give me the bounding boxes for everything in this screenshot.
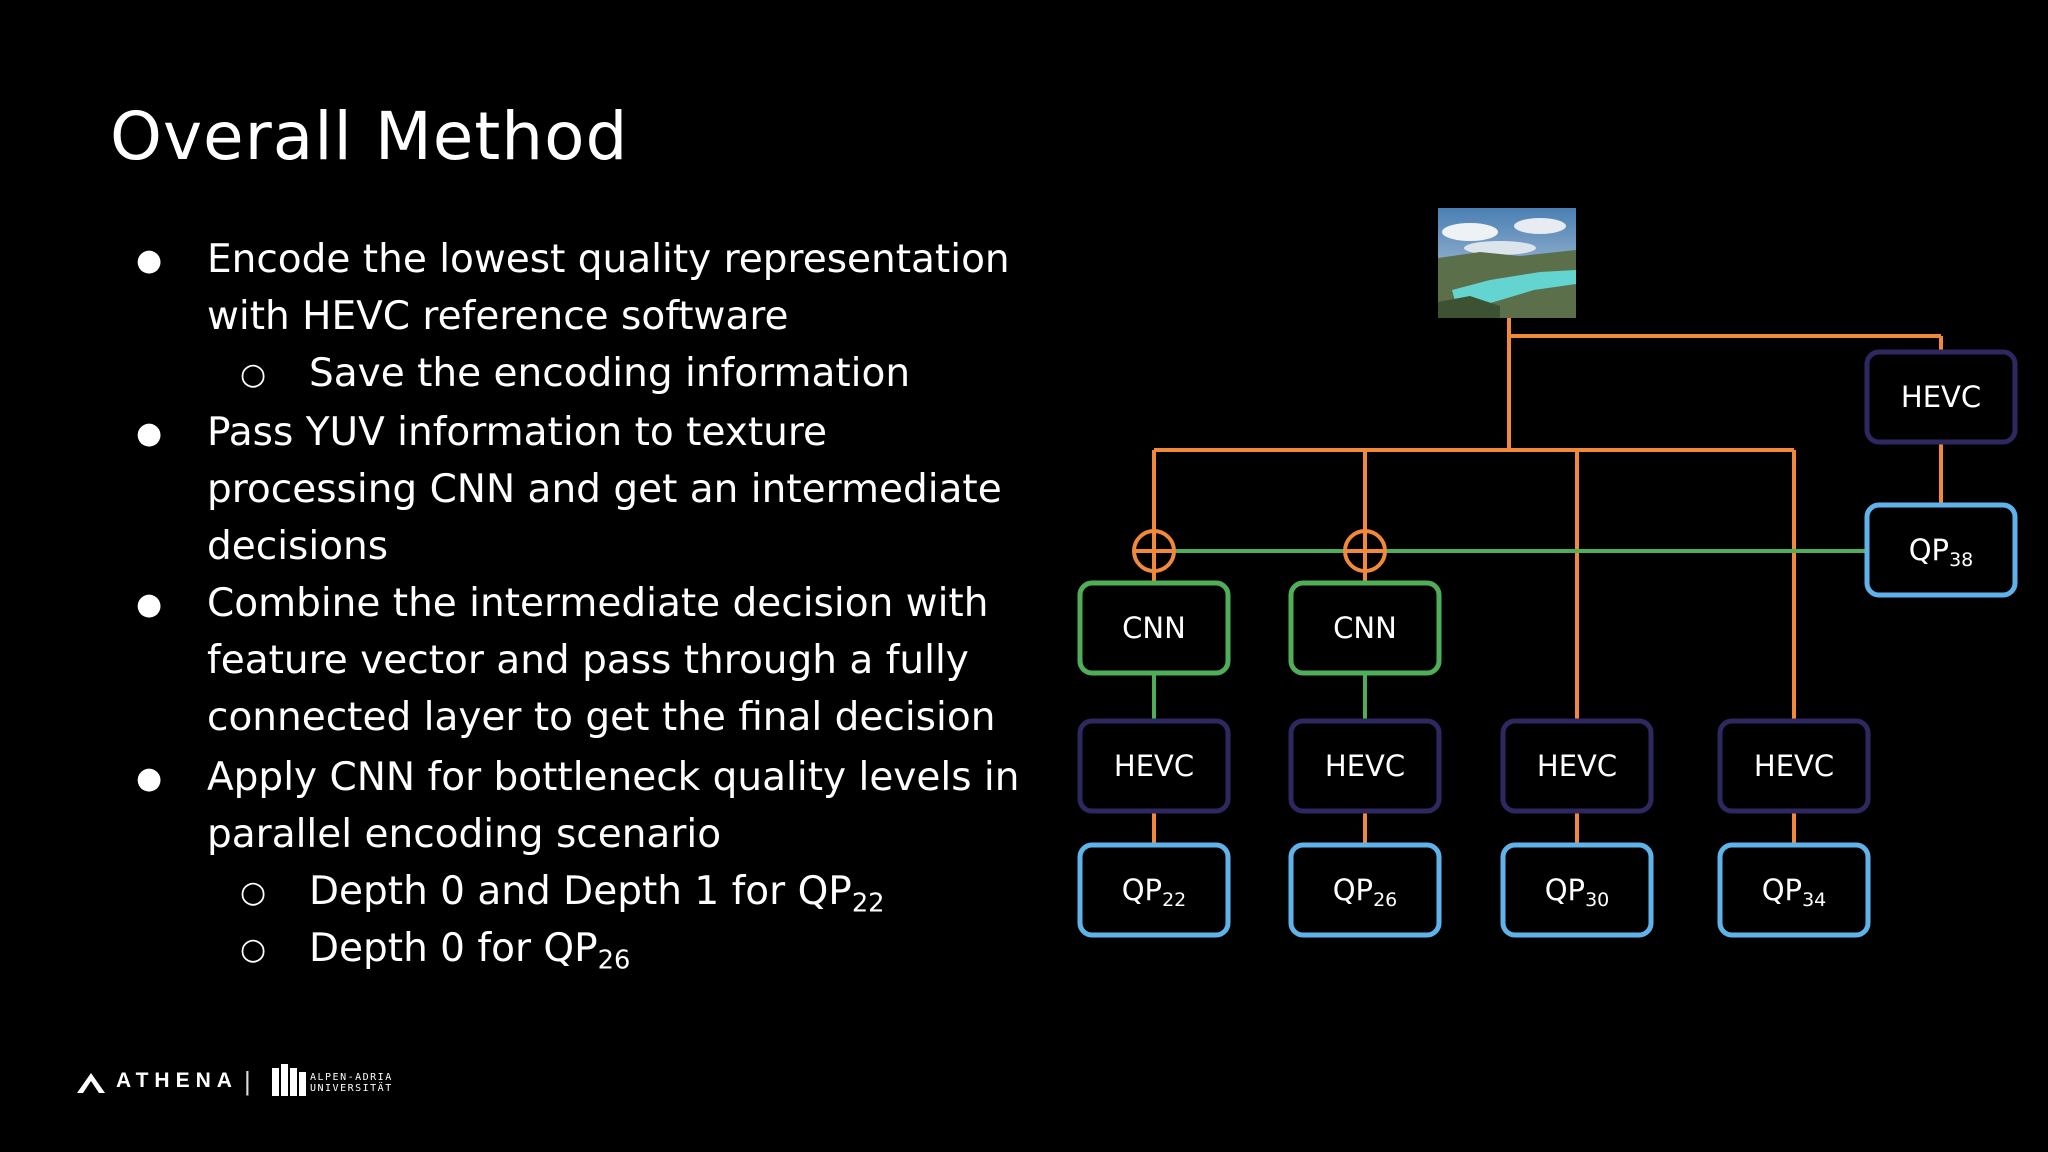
cnn-box-frame [1288, 580, 1442, 676]
bullet-text-line: Combine the intermediate decision with [207, 581, 989, 626]
cnn-box-label: CNN [1122, 611, 1186, 645]
qp-subscript: 26 [1373, 889, 1397, 911]
qp-box-label: QP30 [1545, 873, 1610, 911]
qp-box-top: QP38 [1864, 502, 2018, 598]
bullet-text-line: with HEVC reference software [207, 294, 789, 339]
bullet-text-line: connected layer to get the final decisio… [207, 695, 996, 740]
hevc-box-top: HEVC [1864, 349, 2018, 445]
hevc-box: HEVC [1717, 718, 1871, 814]
qp-box-frame [1288, 842, 1442, 938]
bullet-circle-icon: ○ [240, 932, 267, 967]
bullet-text-line: processing CNN and get an intermediate [207, 467, 1002, 512]
qp-box-frame [1500, 842, 1654, 938]
athena-logo-icon [77, 1073, 105, 1093]
sum-node-icon [1132, 529, 1176, 573]
hevc-box-frame [1500, 718, 1654, 814]
bullet-text-line: Apply CNN for bottleneck quality levels … [207, 755, 1020, 800]
bullet-text-line: Save the encoding information [309, 351, 911, 396]
bullet-text-line: Depth 0 for QP26 [309, 926, 631, 976]
hevc-box-frame [1288, 718, 1442, 814]
connector-lines [1152, 318, 1943, 845]
footer-divider: | [244, 1066, 251, 1096]
bullet-text-line: Depth 0 and Depth 1 for QP22 [309, 869, 885, 919]
qp-box-label: QP22 [1122, 873, 1187, 911]
qp-subscript: 22 [1162, 889, 1186, 911]
bullet-dot-icon: ● [136, 587, 163, 622]
qp-subscript: 38 [1949, 549, 1973, 571]
bullet-text-line: feature vector and pass through a fully [207, 638, 969, 683]
aau-line1: ALPEN-ADRIA [310, 1072, 393, 1083]
bullet-dot-icon: ● [136, 761, 163, 796]
hevc-box-label: HEVC [1537, 749, 1617, 783]
aau-wordmark: ALPEN-ADRIA UNIVERSITÄT [310, 1072, 393, 1094]
hevc-box: HEVC [1500, 718, 1654, 814]
cnn-box: CNN [1288, 580, 1442, 676]
qp-subscript: 26 [597, 945, 631, 976]
bullet-circle-icon: ○ [240, 357, 267, 392]
bullet-dot-icon: ● [136, 416, 163, 451]
qp-box: QP30 [1500, 842, 1654, 938]
input-frame-thumbnail [1438, 208, 1576, 318]
qp-box: QP22 [1077, 842, 1231, 938]
hevc-box-top-label: HEVC [1901, 380, 1981, 414]
bullet-text-line: Encode the lowest quality representation [207, 237, 1010, 282]
hevc-box-label: HEVC [1754, 749, 1834, 783]
hevc-box-top-frame [1864, 349, 2018, 445]
bullet-circle-icon: ○ [240, 875, 267, 910]
qp-box-label: QP34 [1762, 873, 1827, 911]
hevc-box: HEVC [1288, 718, 1442, 814]
qp-box: QP34 [1717, 842, 1871, 938]
sum-node-icon [1343, 529, 1387, 573]
qp-box-frame [1717, 842, 1871, 938]
hevc-box-label: HEVC [1325, 749, 1405, 783]
bullet-dot-icon: ● [136, 243, 163, 278]
bullet-text-line: Pass YUV information to texture [207, 410, 828, 455]
athena-wordmark: ATHENA [116, 1069, 238, 1092]
cnn-box: CNN [1077, 580, 1231, 676]
qp-subscript: 30 [1585, 889, 1609, 911]
cnn-box-frame [1077, 580, 1231, 676]
qp-box-top-frame [1864, 502, 2018, 598]
hevc-box-frame [1717, 718, 1871, 814]
hevc-box: HEVC [1077, 718, 1231, 814]
qp-subscript: 22 [851, 888, 885, 919]
qp-box-label: QP26 [1333, 873, 1398, 911]
slide-title: Overall Method [110, 98, 629, 175]
bullet-text-line: parallel encoding scenario [207, 812, 722, 857]
qp-box-frame [1077, 842, 1231, 938]
hevc-box-label: HEVC [1114, 749, 1194, 783]
bullet-text-line: decisions [207, 524, 389, 569]
aau-line2: UNIVERSITÄT [310, 1083, 393, 1094]
qp-subscript: 34 [1802, 889, 1826, 911]
cnn-box-label: CNN [1333, 611, 1397, 645]
hevc-box-frame [1077, 718, 1231, 814]
qp-box: QP26 [1288, 842, 1442, 938]
aau-logo-icon [272, 1064, 306, 1096]
